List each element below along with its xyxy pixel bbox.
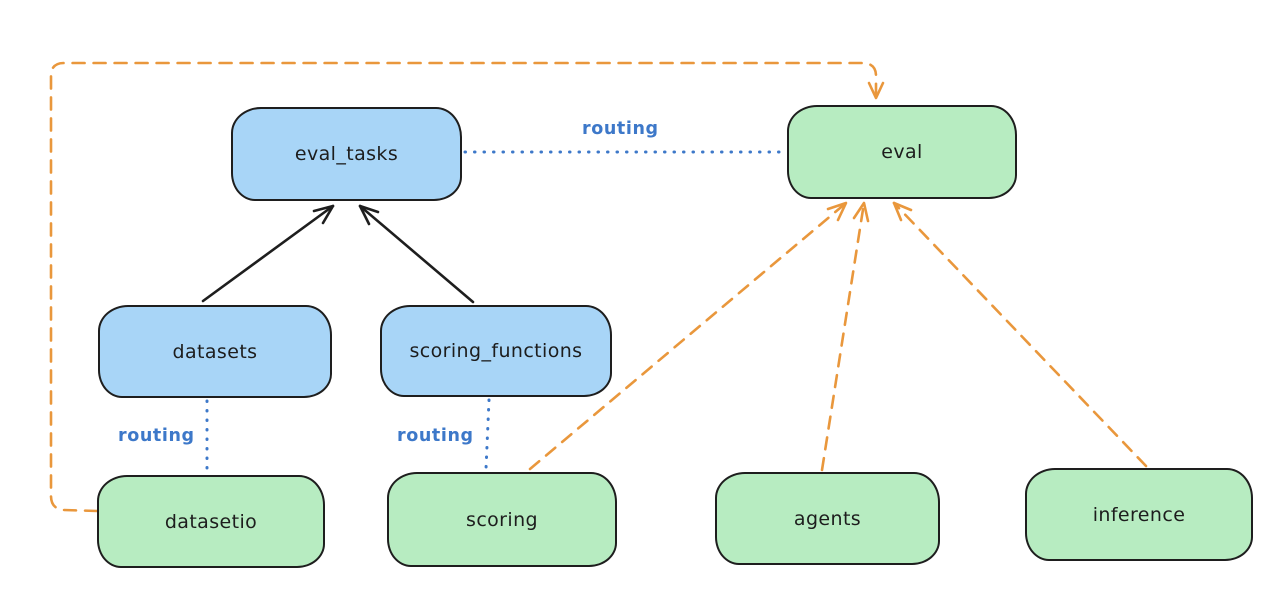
edge-inference-to-eval: [892, 201, 1148, 468]
node-datasets-label: datasets: [172, 340, 258, 363]
arrowhead-inference-to-eval-icon: [892, 201, 913, 222]
edge-label-routing-scoring-functions-scoring: routing: [397, 426, 474, 446]
edge-agents-to-eval: [820, 201, 866, 472]
edge-label-routing-datasets-datasetio: routing: [118, 426, 195, 446]
node-inference-label: inference: [1092, 503, 1186, 526]
arrowhead-datasets-to-eval-tasks-icon: [312, 204, 335, 225]
node-datasetio-label: datasetio: [164, 510, 258, 533]
orange-arrowheads: [826, 81, 913, 223]
arrowhead-agents-to-eval-icon: [852, 201, 870, 223]
node-scoring-label: scoring: [466, 508, 538, 531]
edge-scoring-functions-to-eval-tasks: [358, 204, 475, 304]
edge-scoring-functions-to-scoring: [484, 398, 491, 471]
arrowhead-scoring-functions-to-eval-tasks-icon: [358, 204, 380, 226]
edge-scoring-to-eval: [528, 201, 848, 471]
node-scoring-functions: scoring_functions: [380, 305, 612, 397]
routing-edges: [205, 150, 787, 474]
arrowhead-datasetio-to-eval-icon: [867, 81, 885, 100]
node-scoring: scoring: [387, 472, 617, 567]
edge-datasetio-to-eval: [49, 61, 878, 513]
edge-datasets-to-eval-tasks: [201, 204, 335, 303]
node-eval: eval: [787, 105, 1017, 199]
node-datasets: datasets: [98, 305, 332, 398]
black-edges: [201, 204, 475, 304]
node-inference: inference: [1025, 468, 1253, 561]
node-scoring-functions-label: scoring_functions: [409, 340, 583, 362]
orange-edges: [49, 61, 1148, 513]
node-agents-label: agents: [793, 507, 862, 530]
node-agents: agents: [715, 472, 940, 565]
node-datasetio: datasetio: [97, 475, 325, 568]
node-eval-label: eval: [881, 141, 923, 163]
arrowhead-scoring-to-eval-icon: [826, 201, 848, 222]
node-eval-tasks-label: eval_tasks: [294, 143, 399, 165]
node-eval-tasks: eval_tasks: [231, 107, 462, 201]
edge-label-routing-eval-tasks-eval: routing: [582, 119, 659, 139]
